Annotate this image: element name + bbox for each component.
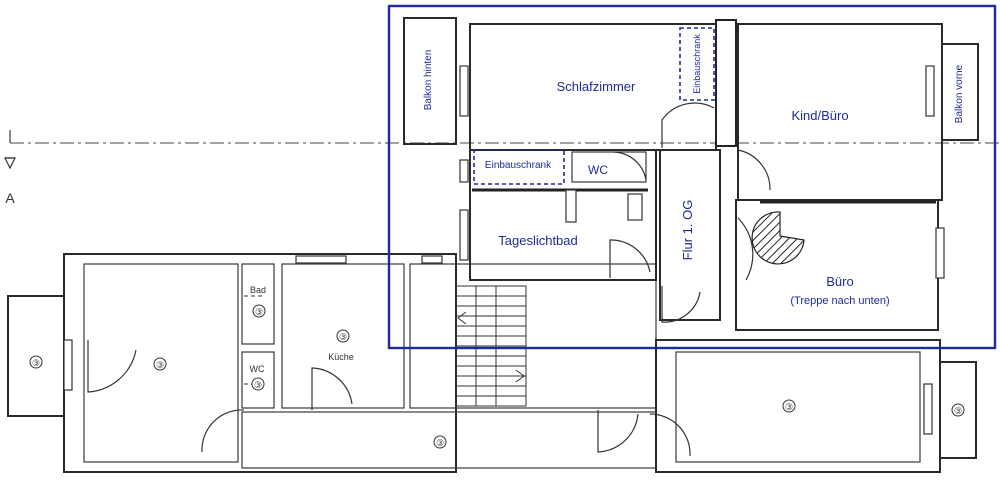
- wc-label: WC: [588, 163, 608, 177]
- room-marker: [153, 357, 167, 371]
- buero-note-label: (Treppe nach unten): [790, 295, 889, 307]
- room-marker-text: ③: [954, 406, 962, 416]
- bad-label: Bad: [250, 285, 266, 295]
- lower-floor-walls: [7, 253, 977, 473]
- room-marker-text: ③: [254, 380, 262, 390]
- buero-label: Büro: [826, 274, 853, 289]
- room-marker: [951, 403, 965, 417]
- upper-floor-walls: [403, 17, 979, 331]
- kind-buero-label: Kind/Büro: [791, 108, 848, 123]
- einbauschrank-left-label: Einbauschrank: [485, 160, 552, 171]
- einbauschrank-left: [473, 149, 565, 185]
- room-marker-text: ③: [436, 438, 444, 448]
- staircase: [455, 285, 527, 407]
- room-marker: [336, 329, 350, 343]
- stair-opening-icon: [751, 211, 805, 265]
- room-marker: [782, 399, 796, 413]
- kueche-label: Küche: [328, 352, 354, 362]
- schlafzimmer-label: Schlafzimmer: [557, 79, 636, 94]
- room-marker: [433, 435, 447, 449]
- room-marker-text: ③: [156, 360, 164, 370]
- wc-small-label: WC: [250, 364, 265, 374]
- section-line-a: A: [4, 130, 1000, 206]
- flur-label: Flur 1. OG: [680, 200, 695, 261]
- section-marker-label: A: [5, 190, 15, 206]
- balkon-hinten-label: Balkon hinten: [423, 50, 434, 111]
- room-marker: [29, 355, 43, 369]
- upper-doors: [609, 102, 771, 323]
- lower-doors: [87, 295, 691, 457]
- room-marker: [252, 304, 266, 318]
- einbauschrank-top-label: Einbauschrank: [692, 34, 702, 94]
- einbauschrank-top: [679, 27, 715, 101]
- tageslichtbad-label: Tageslichtbad: [498, 233, 578, 248]
- lower-labels: ③ ③ Bad ③ WC ③ ③ Küche ③ ③ ③: [29, 285, 965, 449]
- room-marker-text: ③: [785, 402, 793, 412]
- room-marker-text: ③: [32, 358, 40, 368]
- highlight-frame: [387, 4, 997, 350]
- room-marker-text: ③: [255, 307, 263, 317]
- balkon-vorne-label: Balkon vorne: [954, 64, 965, 123]
- upper-labels: Schlafzimmer Kind/Büro Balkon hinten Bal…: [423, 34, 965, 307]
- room-marker: [251, 377, 265, 391]
- room-marker-text: ③: [339, 332, 347, 342]
- section-arrow-icon: [4, 157, 16, 170]
